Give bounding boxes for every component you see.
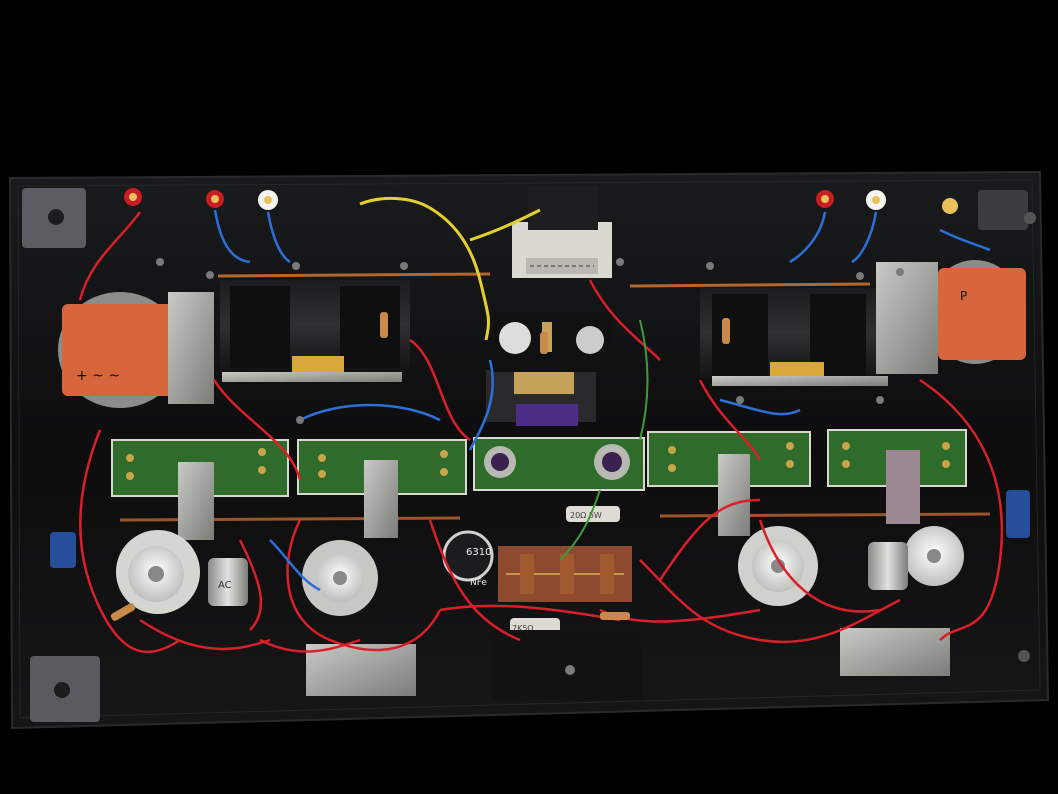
- rca-jacks-left: [124, 188, 278, 210]
- bottom-center-plate: [492, 630, 642, 700]
- choke-right: P: [876, 260, 1026, 374]
- tube-socket-far-right: [904, 526, 964, 586]
- corner-bracket-top-right: [978, 190, 1036, 230]
- small-resistors: [110, 312, 730, 621]
- capacitor-left: AC: [208, 558, 248, 606]
- power-transformer: [512, 186, 612, 278]
- center-small-transformer: [486, 370, 596, 426]
- center-resistor-text: 20Ω 5W: [570, 511, 602, 520]
- bottom-bracket-right: [840, 628, 950, 676]
- corner-bracket-bottom-right: [1018, 650, 1030, 662]
- lower-resistor-text: 7K5Ω: [512, 624, 534, 633]
- pcb-board-2: [297, 439, 467, 538]
- center-tube-marking: 6310: [466, 547, 491, 558]
- bottom-bracket-left: [306, 644, 416, 696]
- center-tube-text: NFe: [470, 578, 487, 588]
- pcb-board-1: [111, 439, 289, 540]
- blue-capacitor-right: [1006, 490, 1030, 538]
- right-transformer-marks: P: [960, 289, 967, 303]
- center-tube-top: [490, 312, 612, 372]
- tube-socket-right: [738, 526, 818, 606]
- choke-left: + ~ ~: [58, 292, 214, 408]
- wires-blue: [213, 209, 991, 592]
- mounting-screws: [156, 258, 904, 675]
- pcb-board-center-capacitors: [473, 437, 645, 491]
- copper-bus-bars: [119, 272, 991, 522]
- wires-yellow: [359, 196, 541, 341]
- pcb-board-4: [827, 429, 967, 524]
- corner-bracket-top-left: [22, 188, 86, 248]
- blue-capacitor-left: [50, 532, 76, 568]
- capacitor-right: [868, 542, 908, 590]
- wires-green: [559, 319, 649, 561]
- left-transformer-marks: + ~ ~: [76, 368, 120, 384]
- power-resistor-center: 20Ω 5W: [566, 506, 620, 522]
- output-transformer-left: [220, 280, 410, 382]
- tube-socket-left: [116, 530, 200, 614]
- corner-bracket-bottom-left: [30, 656, 100, 722]
- left-cap-text: AC: [218, 580, 232, 591]
- tube-socket-center-left: [302, 540, 378, 616]
- pcb-board-3: [647, 431, 811, 536]
- rca-jacks-right: [816, 190, 958, 214]
